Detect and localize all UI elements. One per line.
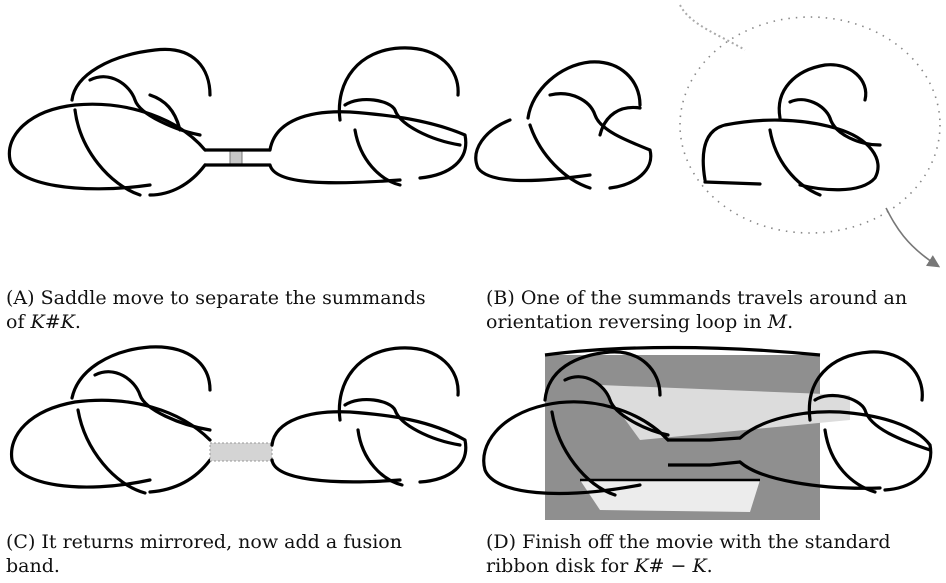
panel-c-knot-left — [9, 345, 212, 495]
loop-path-incoming — [679, 4, 746, 51]
panel-d-knot-left — [482, 350, 670, 497]
caption-d-math: K# − K — [634, 555, 707, 577]
caption-a-line2-suffix: . — [74, 311, 81, 333]
panel-a-saddle-connector — [205, 148, 270, 167]
caption-a-math: K#K — [30, 311, 75, 333]
caption-c-line1: It returns mirrored, now add a fusion — [41, 531, 402, 553]
caption-d-line2-suffix: . — [706, 555, 713, 577]
panel-a-knot-left — [7, 47, 212, 197]
caption-a-line2-prefix: of — [6, 311, 31, 333]
caption-a: (A) Saddle move to separate the summands… — [6, 286, 476, 334]
caption-b-line2-prefix: orientation reversing loop in — [486, 311, 768, 333]
panel-d-band-connector — [668, 436, 741, 467]
caption-d: (D) Finish off the movie with the standa… — [486, 530, 946, 578]
panel-d-ribbon-disk-surface — [544, 345, 850, 520]
caption-c: (C) It returns mirrored, now add a fusio… — [6, 530, 476, 578]
caption-b-line1: One of the summands travels around an — [520, 287, 908, 309]
orientation-reversing-loop — [679, 16, 941, 234]
caption-b: (B) One of the summands travels around a… — [486, 286, 946, 334]
caption-b-label: (B) — [486, 287, 515, 309]
panel-a-knot-right — [268, 46, 468, 187]
caption-d-line1: Finish off the movie with the standard — [522, 531, 891, 553]
caption-a-label: (A) — [6, 287, 35, 309]
panel-b-knot-travelling — [701, 63, 882, 197]
panel-c-knot-right-mirrored — [270, 346, 468, 487]
panel-c-fusion-band — [209, 442, 273, 462]
caption-b-line2-suffix: . — [787, 311, 794, 333]
caption-d-label: (D) — [486, 531, 517, 553]
caption-c-label: (C) — [6, 531, 36, 553]
loop-path-outgoing-arrow — [885, 207, 941, 268]
caption-c-line2-prefix: band. — [6, 555, 60, 577]
panel-d-knot-right — [738, 350, 933, 494]
panel-b-knot-stationary — [474, 60, 653, 190]
caption-b-math: M — [767, 311, 788, 333]
caption-a-line1: Saddle move to separate the summands — [40, 287, 426, 309]
caption-d-line2-prefix: ribbon disk for — [486, 555, 635, 577]
